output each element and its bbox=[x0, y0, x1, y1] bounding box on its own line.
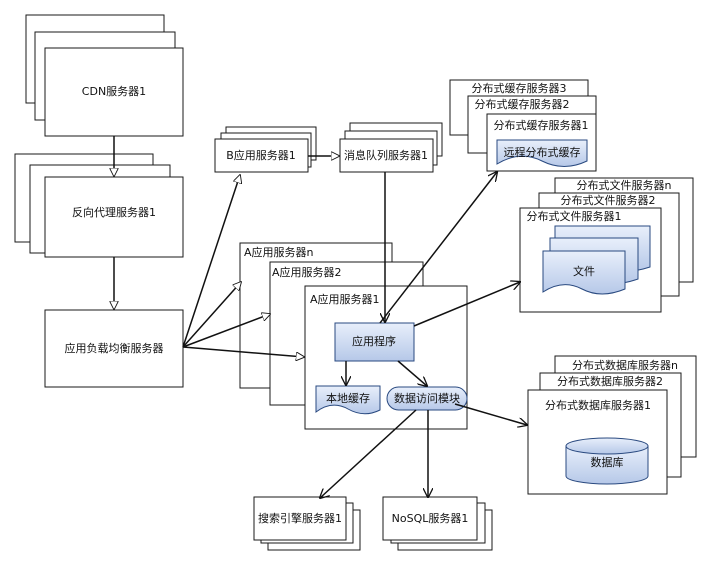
edge-app-to-file bbox=[413, 282, 520, 327]
file-label: 文件 bbox=[573, 264, 595, 278]
edges bbox=[114, 136, 527, 498]
message-queue-label: 消息队列服务器1 bbox=[344, 148, 428, 162]
reverse-proxy-box bbox=[44, 176, 184, 258]
edge-lb-to-a-app-2 bbox=[182, 314, 270, 348]
edge-app-to-data-access bbox=[397, 360, 427, 386]
database-cylinder-body bbox=[565, 445, 649, 485]
data-access-label: 数据访问模块 bbox=[394, 391, 460, 405]
cache-cluster: 分布式缓存服务器3 分布式缓存服务器2 分布式缓存服务器1 远程分布式缓存 bbox=[449, 79, 597, 172]
a-app-server-label-2: A应用服务器2 bbox=[272, 265, 342, 279]
remote-cache-label: 远程分布式缓存 bbox=[504, 145, 581, 159]
load-balancer: 应用负载均衡服务器 bbox=[44, 309, 184, 388]
cache-server-label-1: 分布式缓存服务器1 bbox=[494, 118, 589, 132]
cdn-server-stack: CDN服务器1 bbox=[25, 14, 184, 137]
load-balancer-label: 应用负载均衡服务器 bbox=[65, 341, 164, 355]
file-cluster: 分布式文件服务器n 分布式文件服务器2 分布式文件服务器1 文件 bbox=[519, 177, 694, 313]
app-program-label: 应用程序 bbox=[352, 334, 396, 348]
cdn-server-box bbox=[44, 47, 184, 137]
file-server-label-1: 分布式文件服务器1 bbox=[527, 209, 622, 223]
reverse-proxy-stack: 反向代理服务器1 bbox=[14, 153, 184, 258]
load-balancer-box bbox=[44, 309, 184, 388]
local-cache-label: 本地缓存 bbox=[326, 391, 370, 405]
edge-data-access-to-search bbox=[320, 409, 417, 498]
a-app-server-label-1: A应用服务器1 bbox=[310, 292, 380, 306]
nosql-stack: NoSQL服务器1 bbox=[382, 496, 493, 551]
a-app-cluster: A应用服务器n A应用服务器2 A应用服务器1 应用程序 本地缓存 数据访问模块 bbox=[239, 242, 468, 430]
remote-cache-shape bbox=[496, 139, 588, 167]
cache-server-label-3: 分布式缓存服务器3 bbox=[472, 81, 567, 95]
nosql-label: NoSQL服务器1 bbox=[392, 512, 469, 525]
file-server-label-2: 分布式文件服务器2 bbox=[561, 193, 656, 207]
file-server-label-n: 分布式文件服务器n bbox=[577, 178, 672, 192]
message-queue-stack: 消息队列服务器1 bbox=[339, 122, 443, 173]
b-app-server-box bbox=[214, 138, 309, 173]
b-app-server-label: B应用服务器1 bbox=[226, 148, 296, 162]
b-app-server-stack: B应用服务器1 bbox=[214, 126, 317, 173]
edge-app-to-cache bbox=[379, 172, 497, 324]
cache-server-label-2: 分布式缓存服务器2 bbox=[475, 97, 570, 111]
edge-lb-to-b-app bbox=[182, 175, 240, 348]
db-server-label-1: 分布式数据库服务器1 bbox=[545, 398, 651, 412]
app-program-box bbox=[334, 322, 415, 362]
database-cluster: 分布式数据库服务器n 分布式数据库服务器2 分布式数据库服务器1 数据库 bbox=[527, 355, 697, 495]
edge-data-access-to-db bbox=[454, 403, 527, 425]
search-engine-label: 搜索引擎服务器1 bbox=[258, 511, 342, 525]
reverse-proxy-label: 反向代理服务器1 bbox=[72, 205, 156, 219]
edge-lb-to-a-app-1 bbox=[182, 346, 304, 357]
edge-lb-to-a-app-n bbox=[182, 282, 241, 348]
message-queue-box bbox=[339, 138, 434, 173]
search-engine-box bbox=[253, 496, 347, 541]
database-cylinder-top bbox=[565, 437, 649, 455]
local-cache-shape bbox=[315, 385, 381, 415]
search-engine-stack: 搜索引擎服务器1 bbox=[253, 496, 361, 551]
db-server-label-2: 分布式数据库服务器2 bbox=[557, 374, 663, 388]
cdn-server-label: CDN服务器1 bbox=[82, 85, 146, 98]
file-doc-shape bbox=[542, 250, 626, 295]
a-app-server-label-n: A应用服务器n bbox=[244, 245, 314, 259]
database-label: 数据库 bbox=[591, 455, 624, 469]
db-server-label-n: 分布式数据库服务器n bbox=[572, 358, 678, 372]
